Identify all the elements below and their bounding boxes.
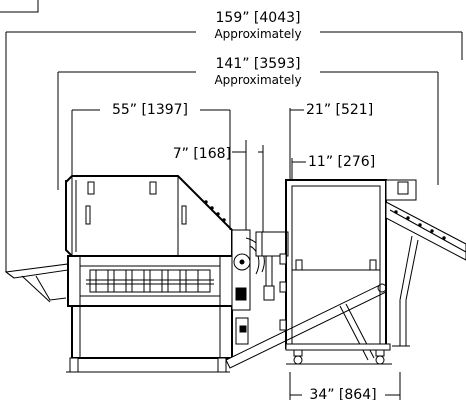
dimension-11-label: 11” [276] [308,154,375,170]
second-dimension-note: Approximately [214,73,301,87]
dimension-7-label: 7” [168] [173,146,231,162]
dimension-34: 34” [864] [289,372,401,400]
overall-dimension-note: Approximately [214,27,301,41]
dimension-7: 7” [168] [173,140,264,235]
machine-right-unit [279,179,392,365]
dimension-21: 21” [521] [289,102,373,180]
dimension-34-label: 34” [864] [309,387,376,400]
outfeed-conveyor [385,179,466,347]
machine-left-unit [4,175,289,373]
second-dimension-label: 141” [3593] [216,56,301,72]
dimension-55: 55” [1397] [71,102,231,230]
title-box-fragment [0,0,39,13]
overall-dimension: 159” [4043] Approximately [5,10,463,272]
dimension-55-label: 55” [1397] [112,102,188,118]
overall-dimension-label: 159” [4043] [216,10,301,26]
second-dimension: 141” [3593] Approximately [57,56,439,190]
dimension-21-label: 21” [521] [306,102,373,118]
dimension-11: 11” [276] [291,154,375,180]
